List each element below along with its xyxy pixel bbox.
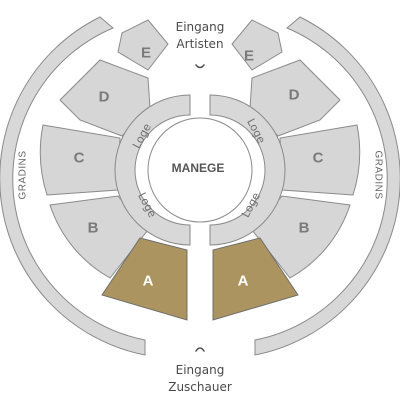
section-left-c-label: C bbox=[74, 150, 85, 167]
section-left-d-label: D bbox=[99, 89, 110, 106]
manege-label: MANEGE bbox=[172, 161, 225, 175]
section-right-a-label: A bbox=[238, 273, 249, 290]
loge-ring-left[interactable] bbox=[114, 94, 191, 246]
entrance-artists-arrow-icon bbox=[195, 64, 205, 69]
section-right-d-label: D bbox=[289, 87, 300, 104]
entrance-audience-arrow-icon bbox=[195, 347, 205, 352]
loge-ring-right[interactable] bbox=[209, 94, 286, 246]
section-right-a[interactable] bbox=[212, 237, 299, 321]
section-right-b[interactable] bbox=[251, 195, 351, 279]
gradins-label-right: GRADINS bbox=[373, 150, 384, 199]
section-left-e-label: E bbox=[141, 45, 151, 62]
gradins-label-left: GRADINS bbox=[18, 150, 29, 199]
gradins-left[interactable] bbox=[0, 16, 146, 356]
section-right-e[interactable] bbox=[231, 19, 283, 71]
section-right-e-label: E bbox=[244, 48, 254, 65]
section-left-b[interactable] bbox=[49, 195, 149, 279]
manege-circle bbox=[147, 117, 253, 223]
section-left-e[interactable] bbox=[117, 19, 169, 71]
entrance-artists-line2: Artisten bbox=[176, 37, 223, 51]
section-right-b-label: B bbox=[299, 220, 310, 237]
section-left-a-label: A bbox=[143, 273, 154, 290]
section-right-c-label: C bbox=[313, 150, 324, 167]
section-left-b-label: B bbox=[88, 220, 99, 237]
section-left-a[interactable] bbox=[101, 237, 188, 321]
entrance-audience-line2: Zuschauer bbox=[168, 380, 232, 394]
section-left-c[interactable] bbox=[39, 124, 121, 196]
entrance-artists-line1: Eingang bbox=[176, 20, 225, 34]
gradins-right[interactable] bbox=[254, 16, 400, 356]
section-right-c[interactable] bbox=[279, 124, 361, 196]
entrance-audience-line1: Eingang bbox=[176, 363, 225, 377]
